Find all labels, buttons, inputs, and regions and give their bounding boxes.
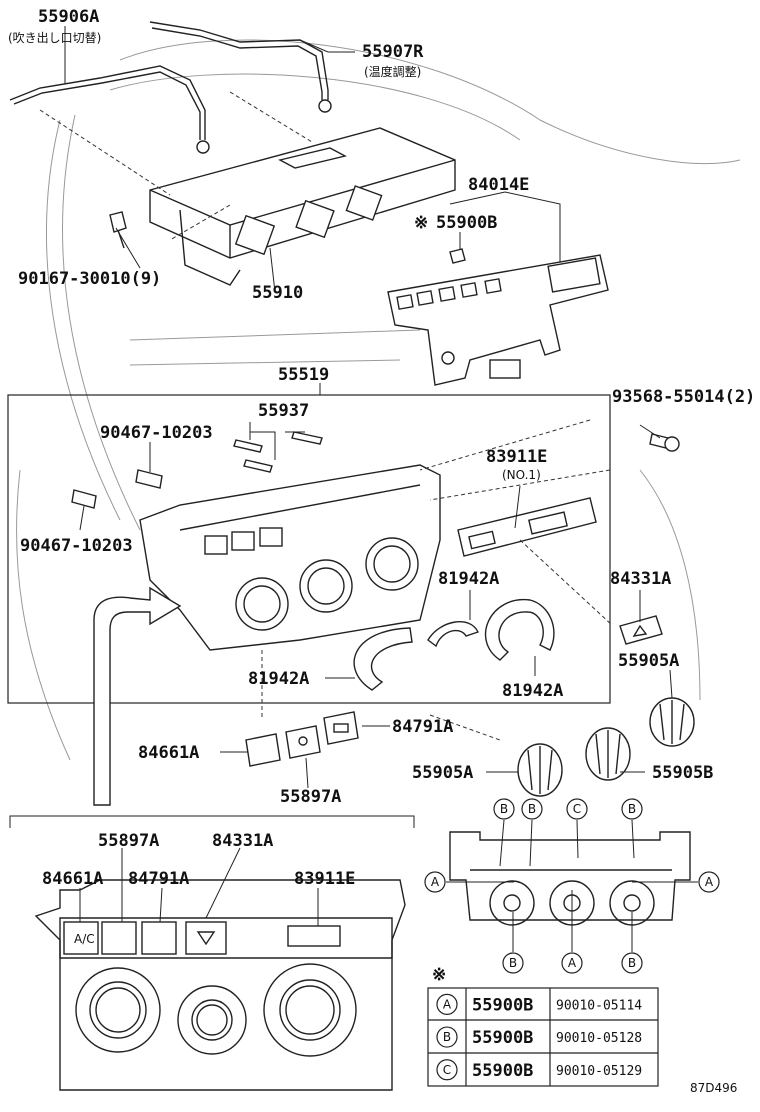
label-81942a-3: 81942A [502,681,563,701]
label-55900b-top: 55900B [436,213,497,233]
part-labels: 55906A (吹き出し口切替) 55907R (温度調整) 84014E ※ … [8,7,755,1095]
btn-ac-label: A/C [74,932,95,946]
note-55907r: (温度調整) [364,64,421,79]
display-panel-83911e [457,497,597,557]
label-81942a-2: 81942A [248,669,309,689]
clip-90467-a [135,469,163,489]
label-81942a-1: 81942A [438,569,499,589]
label-55905a-2: 55905A [412,763,473,783]
callout-c-1: C [566,798,588,820]
knob-55905a-1 [649,697,695,747]
knob-55905a-2 [517,743,563,797]
table-key-circle [436,1026,458,1048]
table-key-circle [436,1059,458,1081]
table-part: 55900B [472,1028,533,1048]
ring-81942a-2 [427,621,479,648]
callout-b-2: B [521,798,543,820]
table-number: 90010-05114 [556,998,642,1013]
dashboard-background-outline [16,39,741,761]
label-55519: 55519 [278,365,329,385]
callout-a-2: A [698,871,720,893]
label-55905a-1: 55905A [618,651,679,671]
assembly-arrow [93,586,182,806]
callout-b-1: B [493,798,515,820]
ref-mark: ※ [432,965,446,985]
label-90167: 90167-30010(9) [18,269,161,289]
svg-text:B: B [528,802,536,816]
callout-b-4: B [502,952,524,974]
table-part: 55900B [472,995,533,1015]
label-84331a-bottom: 84331A [212,831,273,851]
svg-text:B: B [500,802,508,816]
label-84331a: 84331A [610,569,671,589]
svg-text:A: A [568,956,577,970]
table-key: B [443,1030,451,1044]
label-90467-a: 90467-10203 [100,423,213,443]
label-55907r: 55907R [362,42,424,62]
label-83911e: 83911E [486,447,547,467]
switch-84791a [323,711,359,745]
label-93568: 93568-55014(2) [612,387,755,407]
cable-55907r [149,21,332,113]
table-part: 55900B [472,1061,533,1081]
svg-text:B: B [628,956,636,970]
control-lever-assembly [149,127,456,286]
label-55906a: 55906A [38,7,99,27]
label-84661a-bottom: 84661A [42,869,103,889]
screw-55900b-top [449,248,466,264]
callout-b-5: B [621,952,643,974]
rear-view-panel [449,831,691,926]
label-55897a-bottom: 55897A [98,831,159,851]
label-84661a: 84661A [138,743,199,763]
label-55910: 55910 [252,283,303,303]
label-84014e: 84014E [468,175,529,195]
switch-55897a [285,725,321,759]
svg-text:B: B [509,956,517,970]
drawing-code: 87D496 [690,1081,737,1095]
svg-text:A: A [431,875,440,889]
knob-55905b [585,727,631,781]
label-55905b: 55905B [652,763,713,783]
cable-55906a [9,65,210,154]
label-55897a: 55897A [280,787,341,807]
table-number: 90010-05129 [556,1064,642,1079]
callout-a-3: A [561,952,583,974]
label-55937: 55937 [258,401,309,421]
svg-text:B: B [628,802,636,816]
rear-view-leaders [446,819,698,952]
leader-lines [64,26,673,926]
ref-mark-top: ※ [414,213,428,233]
ring-81942a-3 [484,599,555,661]
ring-81942a-1 [353,627,413,691]
clips-55937 [233,431,323,473]
label-90467-b: 90467-10203 [20,536,133,556]
circuit-board-84014e [387,254,609,386]
note-55906a: (吹き出し口切替) [8,31,101,45]
exploded-view-frame [7,394,611,704]
assembly-bracket [9,815,415,828]
screw-93568 [649,433,680,452]
table-key: A [443,997,452,1011]
label-84791a-bottom: 84791A [128,869,189,889]
label-83911e-bottom: 83911E [294,869,355,889]
callout-a-1: A [424,871,446,893]
callout-b-3: B [621,798,643,820]
control-housing-55519 [139,464,441,651]
dashed-guides [39,91,613,741]
hazard-switch-84331a [619,615,663,645]
table-key-circle [436,993,458,1015]
clip-90467-b [71,489,97,509]
assembled-control-panel: A/C [34,879,406,1091]
table-key: C [443,1063,451,1077]
note-83911e: (NO.1) [502,468,541,482]
table-number: 90010-05128 [556,1031,642,1046]
switch-84661a [245,733,281,767]
screw-90167 [109,211,127,249]
label-84791a: 84791A [392,717,453,737]
svg-text:C: C [573,802,581,816]
svg-text:A: A [705,875,714,889]
